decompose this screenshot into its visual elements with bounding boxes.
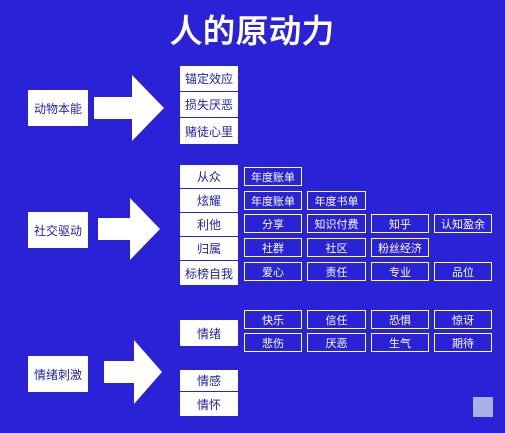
social-row-label: 炫耀 — [180, 189, 238, 213]
social-arrow-icon — [98, 198, 160, 260]
social-row-label: 利他 — [180, 213, 238, 237]
mood-tag: 恐惧 — [371, 310, 429, 329]
emotion-stimulus-label: 情绪刺激 — [28, 356, 88, 392]
animal-item: 赌徒心里 — [180, 118, 238, 144]
mood-tag: 信任 — [307, 310, 366, 329]
social-tag: 粉丝经济 — [371, 238, 429, 257]
page-title: 人的原动力 — [169, 12, 335, 50]
social-row-label: 标榜自我 — [180, 261, 238, 285]
mood-tag: 惊讶 — [434, 310, 492, 329]
mood-tag: 厌恶 — [307, 333, 366, 352]
animal-arrow-icon — [94, 75, 164, 141]
emotion-other-item: 情怀 — [180, 392, 238, 416]
animal-item: 锚定效应 — [180, 66, 238, 92]
emotion-arrow-icon — [104, 340, 162, 404]
mood-tag: 期待 — [434, 333, 492, 352]
mood-tag: 悲伤 — [244, 333, 302, 352]
social-drive-label: 社交驱动 — [28, 212, 88, 248]
social-tag: 社群 — [244, 238, 302, 257]
social-tag: 年度账单 — [244, 167, 302, 186]
mood-tag: 生气 — [371, 333, 429, 352]
social-tag: 责任 — [307, 262, 366, 281]
mood-label: 情绪 — [180, 320, 238, 346]
social-tag: 社区 — [307, 238, 366, 257]
animal-item: 损失厌恶 — [180, 92, 238, 118]
social-tag: 爱心 — [244, 262, 302, 281]
social-row-label: 从众 — [180, 165, 238, 189]
corner-square — [473, 397, 493, 417]
social-tag: 品位 — [434, 262, 492, 281]
social-row-label: 归属 — [180, 237, 238, 261]
social-tag: 认知盈余 — [434, 214, 492, 233]
mood-tag: 快乐 — [244, 310, 302, 329]
social-tag: 年度账单 — [244, 191, 302, 210]
social-tag: 分享 — [244, 214, 302, 233]
emotion-other-item: 情感 — [180, 370, 238, 392]
social-tag: 知识付费 — [307, 214, 366, 233]
social-tag: 年度书单 — [307, 191, 366, 210]
social-tag: 专业 — [371, 262, 429, 281]
animal-instinct-label: 动物本能 — [28, 90, 88, 126]
social-tag: 知乎 — [371, 214, 429, 233]
